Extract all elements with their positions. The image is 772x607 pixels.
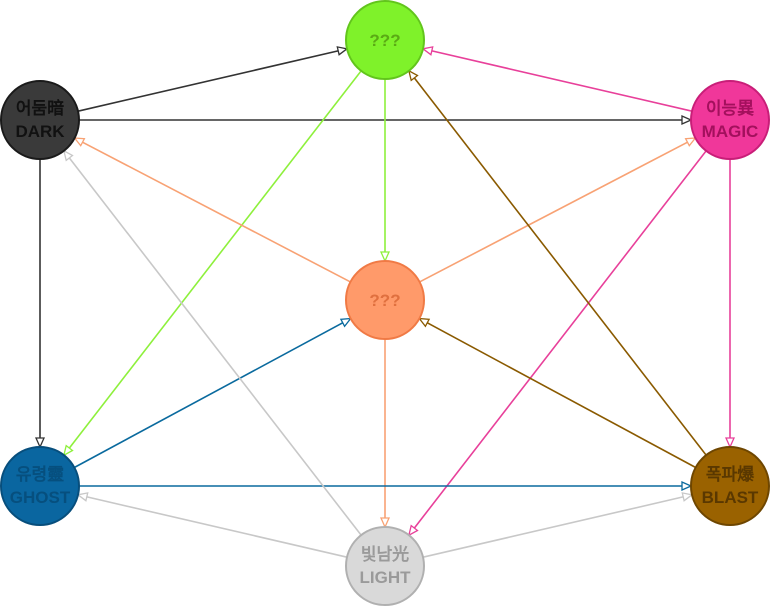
- node-circle: [690, 80, 770, 160]
- node-label-line1: 폭파爆: [706, 465, 755, 484]
- edge-top-to-center: [379, 79, 391, 263]
- edge-line: [67, 70, 362, 451]
- arrowhead: [681, 492, 694, 502]
- edge-line: [419, 140, 690, 283]
- edge-line: [73, 321, 345, 469]
- edge-light-to-ghost: [76, 492, 348, 558]
- edge-magic-to-blast: [724, 159, 736, 449]
- node-blast[interactable]: 폭파爆 BLAST: [690, 446, 770, 526]
- arrowhead: [681, 114, 693, 126]
- edge-line: [429, 49, 693, 112]
- node-label-line1: ???: [369, 31, 400, 50]
- arrowhead: [421, 46, 434, 56]
- arrowhead: [684, 137, 697, 147]
- node-circle: [345, 0, 425, 80]
- edge-center-to-light: [379, 339, 391, 529]
- arrowhead: [34, 437, 46, 449]
- arrowhead: [62, 149, 74, 162]
- node-ghost[interactable]: 유령靈 GHOST: [0, 446, 80, 526]
- edge-line: [425, 321, 697, 469]
- node-label-line2: BLAST: [702, 488, 759, 507]
- node-circle: [345, 260, 425, 340]
- arrowhead: [407, 524, 419, 537]
- node-center[interactable]: ???: [345, 260, 425, 340]
- node-top[interactable]: ???: [345, 0, 425, 80]
- edge-dark-to-top: [77, 46, 349, 112]
- edge-light-to-dark: [62, 149, 362, 536]
- edge-center-to-magic: [419, 137, 697, 283]
- node-label-line2: DARK: [15, 122, 65, 141]
- edge-line: [67, 155, 362, 536]
- edge-light-to-blast: [422, 492, 694, 558]
- node-circle: [690, 446, 770, 526]
- edges-layer: [34, 46, 736, 558]
- edge-line: [412, 150, 707, 531]
- node-label-line1: 빛남光: [361, 544, 409, 564]
- node-label-line2: MAGIC: [702, 122, 759, 141]
- edge-blast-to-top: [407, 69, 707, 456]
- arrowhead: [417, 317, 431, 328]
- edge-magic-to-light: [407, 150, 707, 537]
- arrowhead: [62, 444, 74, 457]
- node-label-line2: LIGHT: [360, 568, 412, 587]
- node-light[interactable]: 빛남光 LIGHT: [345, 526, 425, 606]
- node-label-line1: 이능異: [706, 99, 754, 118]
- node-label-line1: ???: [369, 291, 400, 310]
- node-magic[interactable]: 이능異 MAGIC: [690, 80, 770, 160]
- edge-line: [77, 49, 341, 112]
- arrowhead: [336, 46, 349, 56]
- edge-ghost-to-blast: [79, 480, 693, 492]
- arrowhead: [724, 437, 736, 449]
- arrowhead: [407, 69, 419, 82]
- arrowhead: [379, 517, 391, 529]
- edge-center-to-dark: [73, 137, 351, 283]
- node-dark[interactable]: 어둠暗 DARK: [0, 80, 80, 160]
- node-label-line1: 어둠暗: [16, 98, 64, 118]
- node-label-line2: GHOST: [10, 488, 71, 507]
- arrowhead: [379, 251, 391, 263]
- edge-ghost-to-center: [73, 317, 353, 469]
- arrowhead: [339, 317, 353, 328]
- edge-line: [80, 140, 351, 283]
- node-label-line1: 유령靈: [16, 464, 64, 484]
- node-circle: [0, 446, 80, 526]
- edge-top-to-ghost: [62, 70, 362, 457]
- edge-line: [84, 495, 348, 558]
- arrowhead: [76, 492, 89, 502]
- arrowhead: [681, 480, 693, 492]
- edge-blast-to-center: [417, 317, 697, 469]
- edge-magic-to-top: [421, 46, 693, 112]
- arrowhead: [73, 137, 86, 147]
- node-circle: [345, 526, 425, 606]
- edge-line: [412, 75, 707, 456]
- edge-dark-to-magic: [79, 114, 693, 126]
- node-circle: [0, 80, 80, 160]
- edge-line: [422, 495, 686, 558]
- edge-dark-to-ghost: [34, 159, 46, 449]
